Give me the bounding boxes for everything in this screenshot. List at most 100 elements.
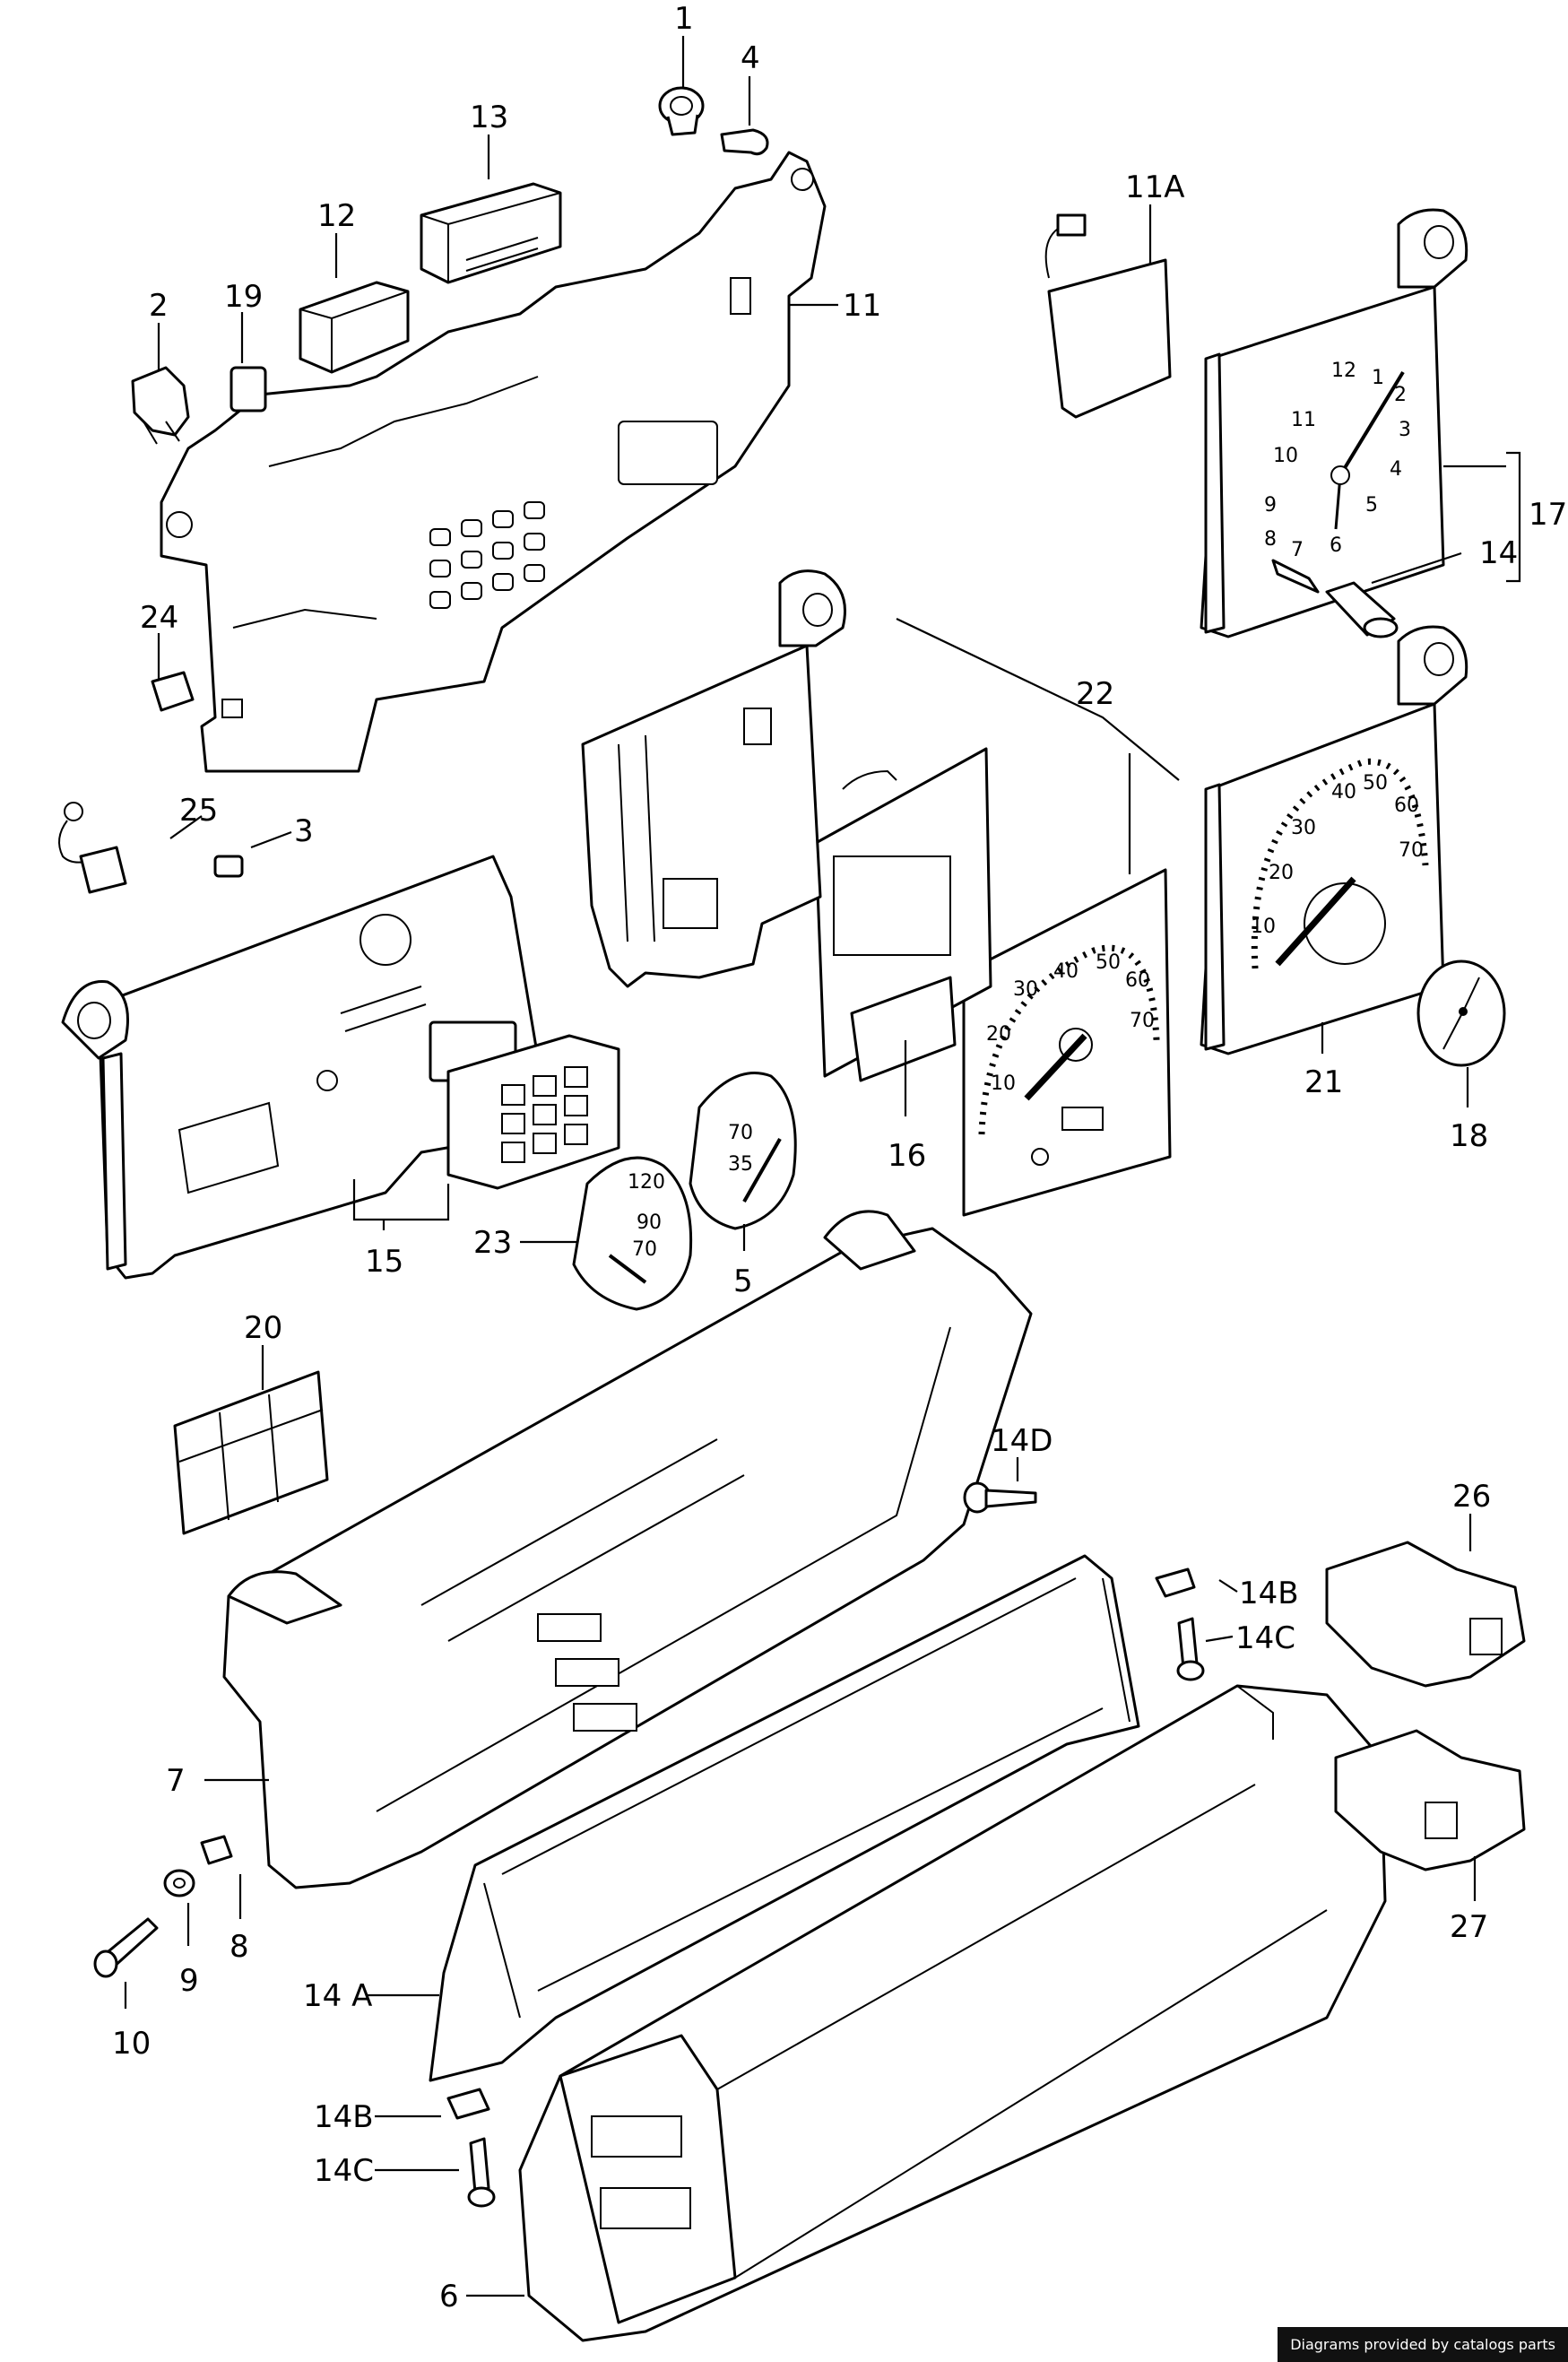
svg-text:10: 10 bbox=[1273, 445, 1298, 467]
svg-text:30: 30 bbox=[1013, 978, 1038, 1001]
svg-text:20: 20 bbox=[986, 1023, 1011, 1046]
svg-text:90: 90 bbox=[637, 1211, 662, 1234]
callout-18: 18 bbox=[1450, 1118, 1488, 1154]
callout-2: 2 bbox=[149, 288, 169, 324]
callout-24: 24 bbox=[140, 600, 178, 636]
svg-text:50: 50 bbox=[1096, 951, 1121, 974]
leader-lines bbox=[124, 36, 1521, 2297]
bulb-holder bbox=[658, 86, 705, 136]
callout-14d: 14D bbox=[991, 1423, 1053, 1459]
lamp-socket bbox=[131, 366, 190, 445]
callout-20: 20 bbox=[244, 1310, 282, 1346]
fuel-gauge: 70 35 bbox=[689, 1072, 797, 1230]
svg-text:3: 3 bbox=[1399, 419, 1411, 441]
callout-4: 4 bbox=[741, 40, 760, 76]
callout-15: 15 bbox=[365, 1244, 403, 1280]
screw bbox=[93, 1917, 159, 1978]
coolant-temperature-gauge: 120 90 70 bbox=[572, 1156, 693, 1311]
callout-9: 9 bbox=[179, 1963, 199, 1999]
callout-14b-lower: 14B bbox=[314, 2099, 374, 2135]
svg-text:60: 60 bbox=[1125, 969, 1150, 992]
clock-adjuster-knob bbox=[1325, 581, 1399, 638]
svg-text:40: 40 bbox=[1053, 960, 1079, 983]
svg-text:8: 8 bbox=[1264, 528, 1277, 551]
callout-16: 16 bbox=[888, 1138, 926, 1174]
callout-14b-upper: 14B bbox=[1239, 1576, 1299, 1611]
svg-text:4: 4 bbox=[1390, 458, 1402, 481]
connector-housing-small bbox=[299, 281, 410, 374]
contact-clip bbox=[151, 671, 195, 712]
callout-21: 21 bbox=[1304, 1064, 1343, 1100]
printed-circuit-board bbox=[160, 151, 827, 773]
warning-bulb bbox=[213, 855, 244, 878]
svg-text:6: 6 bbox=[1330, 534, 1342, 557]
callout-1: 1 bbox=[674, 1, 694, 37]
callout-23: 23 bbox=[473, 1225, 512, 1261]
svg-text:70: 70 bbox=[632, 1238, 657, 1261]
callout-7: 7 bbox=[166, 1763, 186, 1799]
callout-8: 8 bbox=[230, 1929, 249, 1965]
retainer-screw-lower bbox=[467, 2137, 496, 2208]
cover-lens-frame bbox=[429, 1554, 1140, 2082]
washer bbox=[163, 1869, 195, 1897]
svg-text:9: 9 bbox=[1264, 494, 1277, 517]
callout-11a: 11A bbox=[1125, 169, 1185, 205]
warning-symbol-insert bbox=[173, 1370, 329, 1535]
indicator-light-cells bbox=[501, 1066, 588, 1163]
callout-14c-upper: 14C bbox=[1235, 1620, 1295, 1656]
small-connector bbox=[230, 366, 267, 412]
callout-5: 5 bbox=[733, 1263, 753, 1299]
gauge-movement bbox=[850, 976, 957, 1082]
svg-text:120: 120 bbox=[628, 1171, 665, 1194]
callout-3: 3 bbox=[294, 813, 314, 849]
retainer-clip-lower bbox=[446, 2088, 490, 2120]
svg-text:70: 70 bbox=[728, 1122, 753, 1144]
svg-text:60: 60 bbox=[1394, 795, 1419, 817]
svg-text:40: 40 bbox=[1331, 781, 1356, 803]
indicator-light-housing bbox=[446, 1034, 620, 1190]
clock-face: 12 1 2 3 4 5 6 7 8 9 10 11 bbox=[1264, 360, 1411, 561]
connector-housing-large bbox=[420, 182, 562, 284]
svg-text:30: 30 bbox=[1291, 817, 1316, 839]
callout-12: 12 bbox=[317, 198, 356, 234]
voltage-stabilizer-board bbox=[1044, 213, 1172, 419]
svg-text:11: 11 bbox=[1291, 409, 1316, 431]
instrument-frame bbox=[581, 569, 846, 988]
callout-6: 6 bbox=[439, 2279, 459, 2314]
earth-wire-connector bbox=[58, 802, 127, 894]
circuit-pad-grid bbox=[429, 501, 545, 609]
callout-27: 27 bbox=[1450, 1909, 1488, 1945]
clock-assembly: 12 1 2 3 4 5 6 7 8 9 10 11 bbox=[1200, 208, 1468, 638]
svg-text:70: 70 bbox=[1399, 839, 1424, 862]
callout-19: 19 bbox=[224, 279, 263, 315]
speedometer-dial-insert: 10 20 30 40 50 60 70 bbox=[962, 868, 1172, 1217]
svg-text:35: 35 bbox=[728, 1153, 753, 1176]
retainer-screw-upper bbox=[1176, 1617, 1205, 1681]
small-clock bbox=[1416, 960, 1506, 1067]
switch-lower bbox=[1334, 1729, 1526, 1871]
cover-screw bbox=[963, 1481, 1037, 1514]
svg-text:70: 70 bbox=[1130, 1010, 1155, 1032]
svg-text:7: 7 bbox=[1291, 539, 1304, 561]
callout-10: 10 bbox=[112, 2026, 151, 2062]
callout-14a: 14 A bbox=[303, 1978, 372, 2014]
diagram-credit-badge: Diagrams provided by catalogs parts bbox=[1278, 2327, 1568, 2362]
housing-cover bbox=[518, 1684, 1387, 2342]
clip bbox=[200, 1835, 233, 1865]
speedometer-face: 10 20 30 40 50 60 70 bbox=[1251, 758, 1429, 969]
instrument-housing-left bbox=[61, 855, 540, 1280]
svg-text:50: 50 bbox=[1363, 772, 1388, 795]
switch-upper bbox=[1325, 1541, 1526, 1688]
svg-text:10: 10 bbox=[1251, 916, 1276, 938]
callout-11: 11 bbox=[843, 288, 881, 324]
svg-text:5: 5 bbox=[1365, 494, 1378, 517]
svg-text:2: 2 bbox=[1394, 384, 1407, 406]
retainer-clip-upper bbox=[1155, 1567, 1196, 1598]
callout-25: 25 bbox=[179, 793, 218, 829]
svg-text:12: 12 bbox=[1331, 360, 1356, 382]
callout-labels: 1 4 13 12 2 19 11 11A 17 14 24 22 25 3 2… bbox=[112, 1, 1567, 2314]
callout-17: 17 bbox=[1529, 497, 1567, 533]
instrument-cluster-housing bbox=[222, 1210, 1033, 1889]
speedometer-assembly: 10 20 30 40 50 60 70 bbox=[1200, 625, 1468, 1055]
